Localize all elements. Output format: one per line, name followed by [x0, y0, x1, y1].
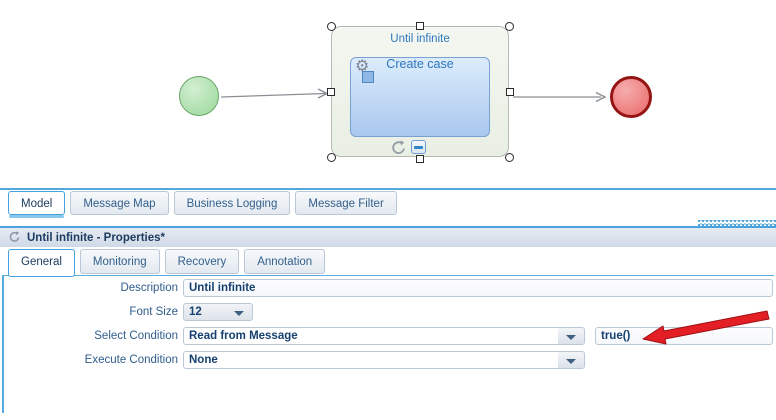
properties-header: Until infinite - Properties*: [0, 226, 776, 247]
font-size-label: Font Size: [129, 306, 178, 318]
activity-node[interactable]: [350, 57, 490, 137]
font-size-value: 12: [189, 306, 202, 318]
gear-icon: ⚙: [355, 58, 370, 75]
select-condition-label: Select Condition: [94, 330, 178, 342]
font-size-dropdown[interactable]: 12: [183, 303, 253, 321]
tab-annotation[interactable]: Annotation: [244, 249, 326, 274]
tab-business-logging[interactable]: Business Logging: [173, 191, 291, 215]
properties-tab-bar: General Monitoring Recovery Annotation: [8, 249, 326, 277]
loop-group-title: Until infinite: [390, 33, 450, 45]
tab-message-filter[interactable]: Message Filter: [295, 191, 397, 215]
description-label: Description: [120, 282, 178, 294]
loop-icon: [8, 231, 21, 244]
activity-label: Create case: [386, 57, 454, 71]
view-separator-line: [0, 188, 776, 190]
execute-condition-value: None: [189, 354, 218, 366]
drag-texture: [698, 220, 776, 226]
selection-handle-nw[interactable]: [327, 22, 336, 31]
tab-general[interactable]: General: [8, 249, 75, 277]
description-input[interactable]: Until infinite: [183, 279, 773, 297]
tab-model[interactable]: Model: [8, 191, 66, 218]
main-tab-bar: Model Message Map Business Logging Messa…: [8, 191, 397, 218]
selection-handle-s[interactable]: [416, 155, 424, 163]
execute-condition-label: Execute Condition: [84, 354, 178, 366]
selection-handle-w[interactable]: [327, 88, 335, 96]
execute-condition-dropdown[interactable]: None: [183, 351, 585, 369]
tab-monitoring[interactable]: Monitoring: [79, 249, 160, 274]
selection-handle-e[interactable]: [506, 88, 514, 96]
condition-expression-input[interactable]: true(): [595, 327, 773, 345]
selection-handle-n[interactable]: [416, 22, 424, 30]
select-condition-dropdown[interactable]: Read from Message: [183, 327, 585, 345]
collapse-button[interactable]: [411, 140, 426, 154]
selection-handle-ne[interactable]: [505, 22, 514, 31]
tab-recovery[interactable]: Recovery: [164, 249, 240, 274]
properties-title: Until infinite - Properties*: [27, 231, 166, 244]
loop-icon: [390, 140, 407, 162]
chevron-down-icon: [566, 359, 576, 364]
start-event-node[interactable]: [179, 76, 219, 116]
automated-activity-chip: [362, 71, 374, 83]
selection-handle-se[interactable]: [505, 153, 514, 162]
chevron-down-icon: [234, 311, 244, 316]
chevron-down-icon: [566, 335, 576, 340]
selection-handle-sw[interactable]: [327, 153, 336, 162]
end-event-node[interactable]: [610, 76, 652, 118]
tab-message-map[interactable]: Message Map: [70, 191, 169, 215]
select-condition-value: Read from Message: [189, 330, 298, 342]
